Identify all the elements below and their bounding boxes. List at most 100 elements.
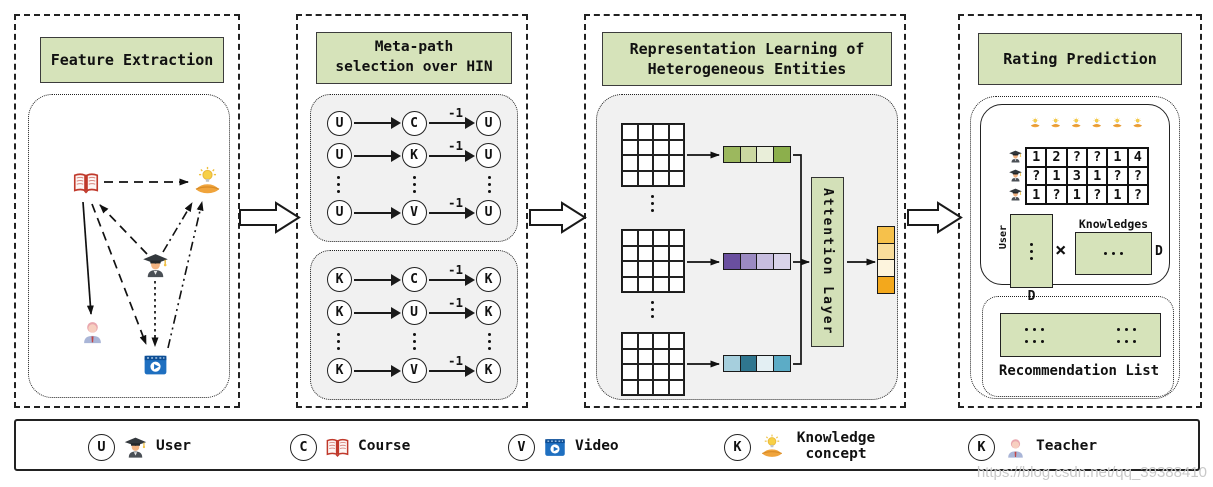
vertical-ellipsis xyxy=(488,333,491,350)
matrix-cell xyxy=(668,348,684,364)
metapath-group-knowledge: K C -1 K K U -1 K K V -1 xyxy=(310,250,518,400)
hin-graph-box xyxy=(28,94,230,398)
matrix-cell xyxy=(637,230,653,246)
matrix-cell xyxy=(653,245,669,261)
rating-cell: ? xyxy=(1087,148,1108,167)
teacher-icon xyxy=(1002,434,1029,461)
matrix-cell xyxy=(622,139,638,155)
horizontal-ellipsis xyxy=(1025,327,1044,331)
arrow-inverse: -1 xyxy=(428,195,475,219)
knowledge-concept-icon xyxy=(1112,117,1122,128)
node-circle: V xyxy=(401,358,427,383)
metapath-row: U V -1 U xyxy=(327,195,501,226)
node-circle: U xyxy=(476,110,501,136)
matrix-cell xyxy=(637,155,653,171)
rating-cell: 1 xyxy=(1046,166,1067,186)
vector-cell xyxy=(757,356,774,371)
matrix-cell xyxy=(653,170,669,186)
legend-label: Course xyxy=(358,438,411,455)
node-circle: U xyxy=(476,200,501,226)
panel-title-line2: Heterogeneous Entities xyxy=(647,60,847,78)
ellipsis-row xyxy=(327,175,501,193)
legend-symbol: U xyxy=(88,433,115,461)
video-icon xyxy=(542,434,568,460)
vertical-ellipsis xyxy=(412,333,416,350)
arrow xyxy=(354,364,400,377)
panel-title-line1: Meta-path xyxy=(374,39,454,56)
rating-cell: 2 xyxy=(1046,148,1067,167)
panel-feature-extraction: Feature Extraction xyxy=(14,14,240,408)
panel-representation: Representation Learning of Heterogeneous… xyxy=(584,14,906,408)
matrix-cell xyxy=(668,364,684,380)
matrix-cell xyxy=(668,155,684,171)
user-icon xyxy=(122,434,149,461)
legend-item-video: V Video xyxy=(508,427,619,467)
node-circle: C xyxy=(401,110,427,136)
metapath-embedding-purple xyxy=(723,253,791,270)
matrix-cell xyxy=(653,379,669,395)
rating-cell: 3 xyxy=(1066,166,1087,186)
matrix-cell xyxy=(637,348,653,364)
matrix-cell xyxy=(653,261,669,277)
vertical-ellipsis xyxy=(337,175,340,193)
legend-label: Video xyxy=(575,438,619,455)
rating-cell: ? xyxy=(1127,166,1148,186)
node-circle: K xyxy=(327,300,352,325)
matrix-cell xyxy=(653,364,669,380)
matrix-cell xyxy=(622,261,638,277)
panel-title-representation: Representation Learning of Heterogeneous… xyxy=(602,32,892,86)
node-circle: K xyxy=(401,143,427,169)
metapath-embedding-blue xyxy=(723,355,791,372)
matrix-cell xyxy=(653,139,669,155)
legend-label: User xyxy=(156,438,191,455)
node-circle: U xyxy=(476,143,501,169)
vector-cell xyxy=(773,254,790,269)
node-circle: U xyxy=(327,143,352,169)
node-circle: K xyxy=(476,267,501,292)
node-circle: C xyxy=(401,267,427,292)
vector-cell xyxy=(740,254,757,269)
matrix-cell xyxy=(668,245,684,261)
rating-cell: ? xyxy=(1026,166,1047,186)
node-circle: K xyxy=(476,358,501,383)
knowledge-dim-label: D xyxy=(1155,244,1163,259)
panel-title-metapath: Meta-path selection over HIN xyxy=(316,32,512,84)
knowledge-concept-icon xyxy=(1051,117,1061,128)
attention-layer-box: Attention Layer xyxy=(811,177,844,347)
user-icon xyxy=(1008,169,1023,182)
matrix-cell xyxy=(622,276,638,292)
matrix-cell xyxy=(622,364,638,380)
knowledge-concept-icon xyxy=(1030,117,1040,128)
node-circle: K xyxy=(476,300,501,325)
matrix-cell xyxy=(637,170,653,186)
matrix-cell xyxy=(622,170,638,186)
vertical-ellipsis xyxy=(651,195,654,212)
embedding-matrix-1 xyxy=(621,123,685,187)
metapath-embedding-green xyxy=(723,146,791,163)
matrix-cell xyxy=(637,364,653,380)
matrix-cell xyxy=(668,276,684,292)
user-factor-matrix xyxy=(1010,214,1053,288)
panel-title-line2: selection over HIN xyxy=(335,59,493,75)
knowledge-concept-icon xyxy=(1133,117,1143,128)
panel-title-text: Rating Prediction xyxy=(1003,49,1157,68)
vector-cell xyxy=(773,356,790,371)
matrix-cell xyxy=(668,333,684,349)
node-circle: K xyxy=(327,267,352,292)
matrix-cell xyxy=(637,276,653,292)
matrix-cell xyxy=(653,124,669,140)
knowledge-concept-icon xyxy=(1092,117,1102,128)
rating-cell: ? xyxy=(1127,185,1148,204)
rating-outer-box xyxy=(970,96,1180,399)
matrix-cell xyxy=(622,379,638,395)
matrix-cell xyxy=(637,333,653,349)
inverse-superscript: -1 xyxy=(447,137,463,153)
vector-cell xyxy=(878,260,894,277)
arrow xyxy=(354,206,400,219)
vector-cell xyxy=(724,356,741,371)
rating-cell: 1 xyxy=(1107,185,1128,204)
knowledge-concept-icon xyxy=(1071,117,1081,128)
matrix-cell xyxy=(622,155,638,171)
